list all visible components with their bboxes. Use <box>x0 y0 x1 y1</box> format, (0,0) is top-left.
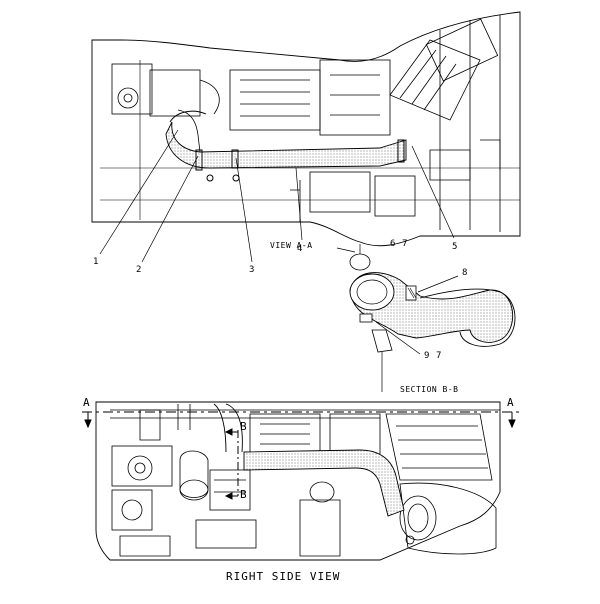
callout-1: 1 <box>93 257 98 267</box>
callout-6: 6 <box>390 239 395 249</box>
leader-lines-view-aa <box>99 129 455 263</box>
section-marker-a-left: A <box>83 396 90 409</box>
section-marker-b-top: B <box>240 420 247 433</box>
right-side-view-drawing <box>95 401 501 561</box>
section-line-aa <box>82 411 520 429</box>
right-side-view-caption: RIGHT SIDE VIEW <box>226 570 340 583</box>
callout-7-lower: 7 <box>436 351 441 361</box>
view-aa-caption: VIEW A-A <box>270 241 313 250</box>
callout-8: 8 <box>462 268 467 278</box>
intake-hose-right-side <box>213 403 405 517</box>
section-bb-caption: SECTION B-B <box>400 385 458 394</box>
section-marker-b-bottom: B <box>240 488 247 501</box>
section-line-bb <box>224 428 239 500</box>
leader-lines-section-bb <box>359 244 459 355</box>
callout-7-upper: 7 <box>402 239 407 249</box>
callout-2: 2 <box>136 265 141 275</box>
section-bb-drawing <box>336 247 516 392</box>
callouts-section-bb: 6 7 8 9 7 SECTION B-B <box>390 239 467 394</box>
callout-5: 5 <box>452 242 457 252</box>
intake-hose-view-aa <box>165 110 407 169</box>
callout-9: 9 <box>424 351 429 361</box>
view-aa-drawing <box>91 11 521 247</box>
callout-4: 4 <box>297 244 302 254</box>
callout-3: 3 <box>249 265 254 275</box>
section-marker-a-right: A <box>507 396 514 409</box>
callouts-view-aa: 1 2 3 4 5 VIEW A-A <box>93 241 457 275</box>
